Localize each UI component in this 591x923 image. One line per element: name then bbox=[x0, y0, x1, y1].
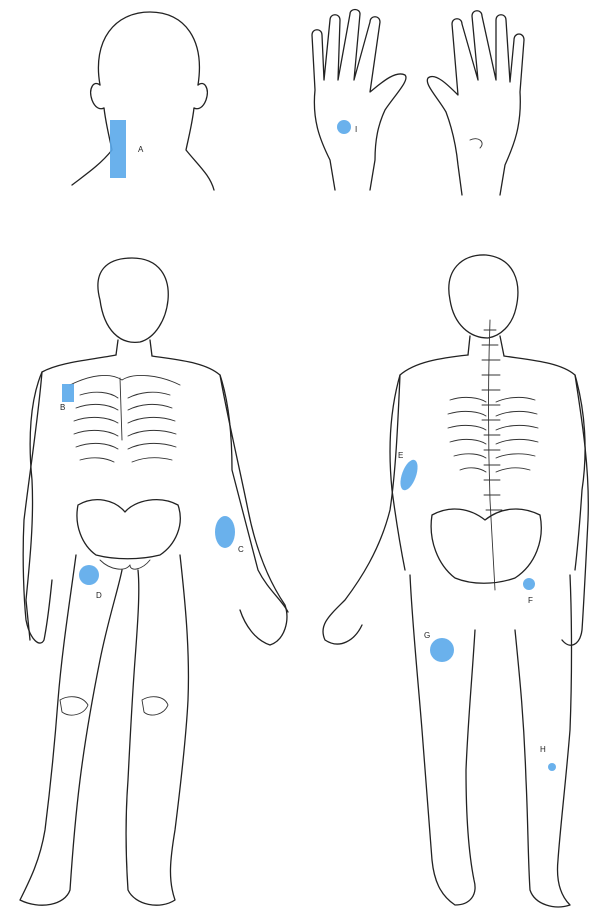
label-F: F bbox=[528, 596, 533, 605]
label-A: A bbox=[138, 145, 144, 154]
label-G: G bbox=[424, 631, 430, 640]
ribcage bbox=[74, 392, 176, 462]
neck-pain-area-A bbox=[110, 120, 126, 178]
head-back-view: A bbox=[72, 12, 214, 190]
spine bbox=[482, 320, 502, 590]
label-H: H bbox=[540, 745, 546, 754]
hands-view: I bbox=[312, 10, 524, 196]
elbow-pain-area-E bbox=[397, 458, 421, 493]
body-back-view: E F G H bbox=[323, 255, 588, 907]
label-I: I bbox=[355, 125, 357, 134]
wrist-pain-spot-I bbox=[337, 120, 351, 134]
label-D: D bbox=[96, 591, 102, 600]
buttock-pain-spot-G bbox=[430, 638, 454, 662]
groin-pain-spot-D bbox=[79, 565, 99, 585]
forearm-pain-area-C bbox=[215, 516, 235, 548]
label-C: C bbox=[238, 545, 244, 554]
label-B: B bbox=[60, 403, 65, 412]
body-front-view: B C D bbox=[20, 258, 288, 905]
label-E: E bbox=[398, 451, 403, 460]
shoulder-pain-area-B bbox=[62, 384, 74, 402]
calf-pain-spot-H bbox=[548, 763, 556, 771]
hip-pain-spot-F bbox=[523, 578, 535, 590]
